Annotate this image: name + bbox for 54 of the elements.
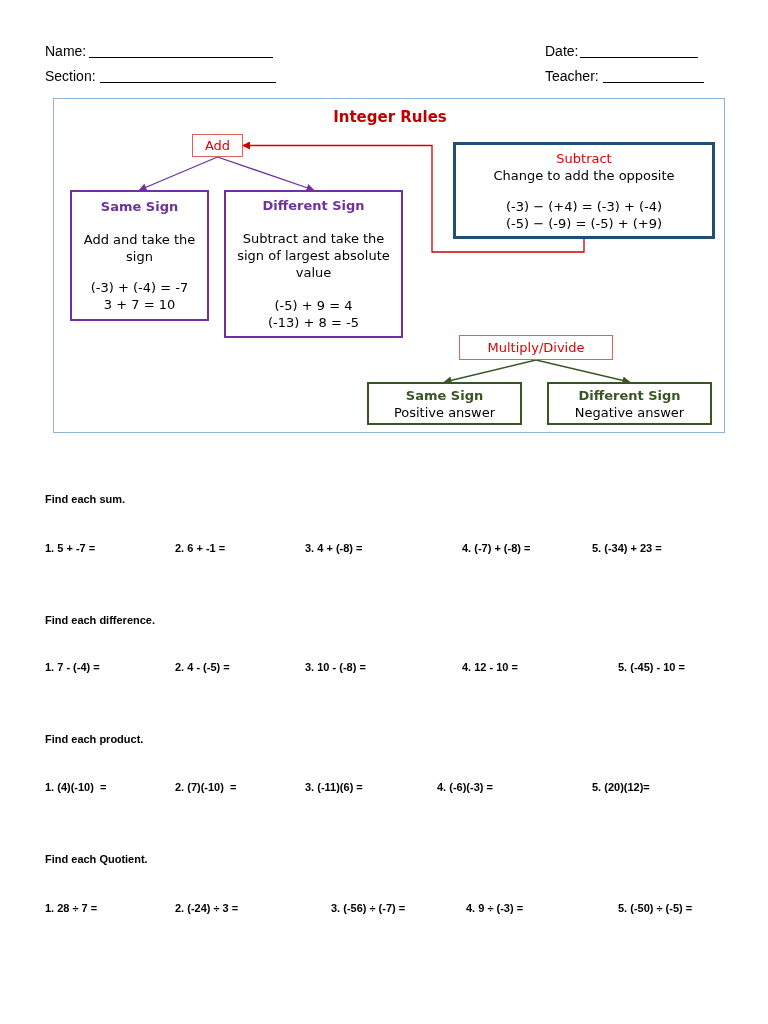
- math-problem: 5. (-45) - 10 =: [618, 661, 685, 673]
- operation-box: [192, 134, 243, 157]
- arrow: [216, 156, 315, 192]
- rule-text: (-3) + (-4) = -7: [89, 279, 190, 296]
- section-heading: Find each sum.: [45, 493, 126, 505]
- math-problem: 3. (-11)(6) =: [305, 781, 363, 793]
- math-problem: 1. 5 + -7 =: [45, 542, 96, 554]
- rule-text: (-13) + 8 = -5: [267, 314, 360, 331]
- box-heading: Same Sign: [404, 386, 485, 404]
- rule-text: Negative answer: [573, 403, 686, 421]
- math-problem: 2. (7)(-10) =: [175, 781, 237, 793]
- box-heading: Different Sign: [577, 386, 682, 404]
- math-problem: 2. (-24) ÷ 3 =: [175, 902, 239, 914]
- rule-text: (-3) − (+4) = (-3) + (-4): [504, 197, 664, 215]
- math-problem: 3. 10 - (-8) =: [305, 661, 366, 673]
- section-heading: Find each Quotient.: [45, 853, 148, 865]
- math-problem: 5. (-50) ÷ (-5) =: [618, 902, 693, 914]
- math-problem: 5. (-34) + 23 =: [592, 542, 662, 554]
- rule-text: Add and take the sign: [82, 231, 197, 265]
- field-label: Date:: [545, 43, 579, 59]
- box-heading: Same Sign: [99, 198, 180, 215]
- math-problem: 1. 28 ÷ 7 =: [45, 902, 98, 914]
- section-heading: Find each difference.: [45, 614, 156, 626]
- rule-text: Positive answer: [392, 403, 497, 421]
- math-problem: 3. (-56) ÷ (-7) =: [331, 902, 406, 914]
- math-problem: 1. 7 - (-4) =: [45, 661, 100, 673]
- field-label: Name:: [45, 43, 87, 59]
- math-problem: 2. 6 + -1 =: [175, 542, 226, 554]
- rule-text: (-5) − (-9) = (-5) + (+9): [504, 214, 664, 232]
- math-problem: 5. (20)(12)=: [592, 781, 650, 793]
- box-heading: Different Sign: [261, 197, 366, 214]
- math-problem: 4. 9 ÷ (-3) =: [466, 902, 524, 914]
- math-problem: 1. (4)(-10) =: [45, 781, 107, 793]
- arrow: [443, 359, 537, 385]
- math-problem: 4. (-6)(-3) =: [437, 781, 493, 793]
- section-heading: Find each product.: [45, 733, 144, 745]
- math-problem: 3. 4 + (-8) =: [305, 542, 363, 554]
- math-problem: 4. 12 - 10 =: [462, 661, 518, 673]
- rule-text: Change to add the opposite: [492, 166, 676, 184]
- field-label: Section:: [45, 68, 96, 84]
- arrow: [242, 141, 585, 253]
- diagram-title: Integer Rules: [332, 108, 448, 126]
- arrow: [138, 156, 219, 191]
- math-problem: 2. 4 - (-5) =: [175, 661, 230, 673]
- box-heading: Add: [203, 137, 232, 154]
- box-heading: Multiply/Divide: [486, 339, 586, 356]
- math-problem: 4. (-7) + (-8) =: [462, 542, 531, 554]
- field-label: Teacher:: [545, 68, 599, 84]
- operation-box: [459, 335, 613, 360]
- rule-text: (-5) + 9 = 4: [273, 297, 354, 314]
- rule-text: 3 + 7 = 10: [102, 296, 177, 313]
- arrow: [535, 359, 631, 385]
- rule-text: Subtract and take the sign of largest absolute value: [236, 230, 391, 281]
- box-heading: Subtract: [555, 149, 613, 167]
